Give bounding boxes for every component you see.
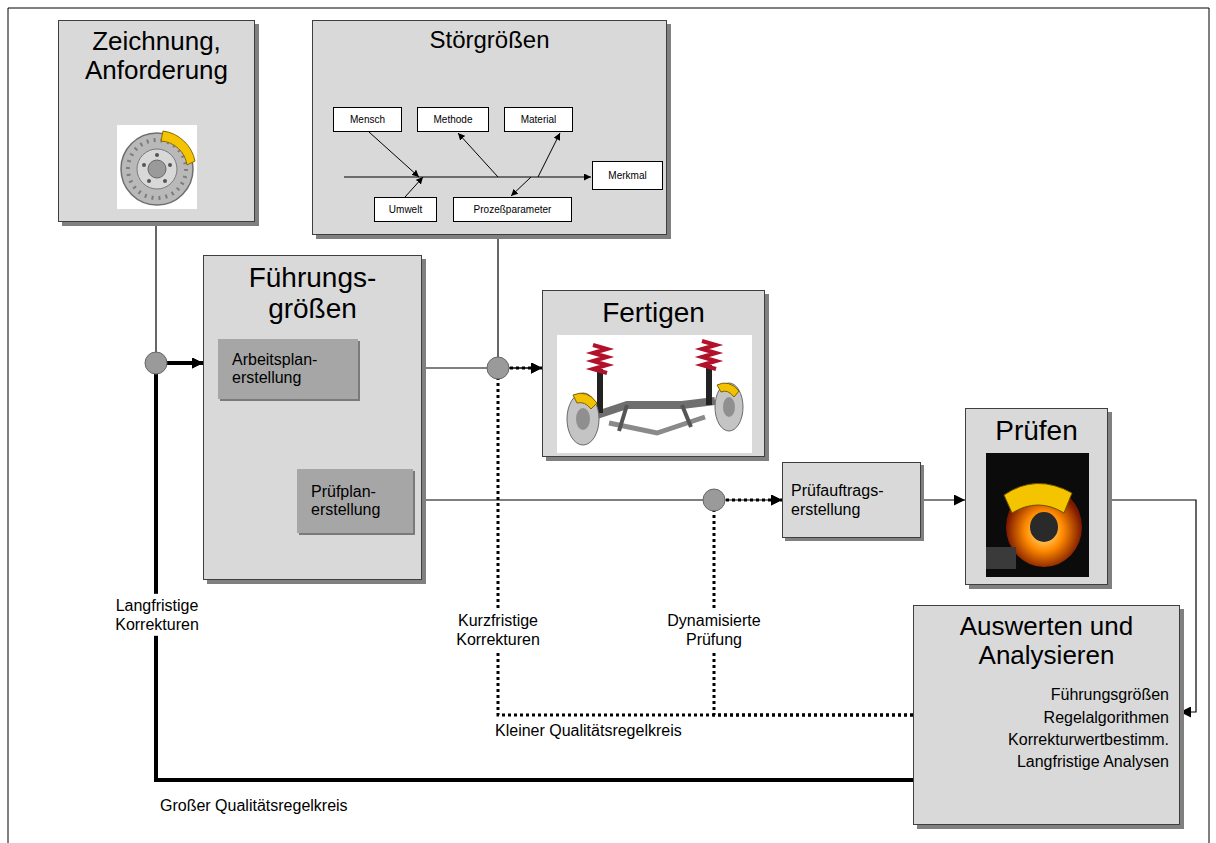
box-label: Mensch xyxy=(344,114,391,125)
box-label: Umwelt xyxy=(383,204,428,215)
plan-box: Prüfplan- erstellung xyxy=(297,469,413,533)
brake-disc-picture xyxy=(117,125,197,209)
edge-label-patch: Dynamisierte Prüfung xyxy=(649,609,779,651)
box-label: Merkmal xyxy=(602,170,652,181)
box-label: Prozeßparameter xyxy=(468,204,558,215)
cause-box: Umwelt xyxy=(374,197,437,222)
loop-name: Großer Qualitätsregelkreis xyxy=(160,796,348,815)
flow-arrow xyxy=(156,222,203,363)
box-label: Prüfen xyxy=(966,415,1107,446)
edge-label-patch: Kurzfristige Korrekturen xyxy=(433,609,563,651)
cause-box: Methode xyxy=(417,107,489,132)
disturbance-box: Störgrößen Mensch Methode MaterialMerkmalU… xyxy=(312,20,667,235)
label-holder: Großer Qualitätsregelkreis xyxy=(160,796,348,815)
body-line: Korrekturwertbestimm. xyxy=(914,729,1179,751)
box-label: Prüfauftrags- erstellung xyxy=(791,481,912,519)
edge-label: Dynamisierte Prüfung xyxy=(667,612,760,648)
box-label: Zeichnung, Anforderung xyxy=(59,27,254,85)
cause-box: Material xyxy=(504,107,573,132)
cause-box: Mensch xyxy=(333,107,402,132)
edge-label-patch: Langfristige Korrekturen xyxy=(92,594,222,636)
brake-test-picture xyxy=(986,453,1089,577)
body-line: Regelalgorithmen xyxy=(914,707,1179,729)
label-holder: Kleiner Qualitätsregelkreis xyxy=(495,721,682,740)
body-line: Führungsgrößen xyxy=(914,684,1179,706)
requirement-box: Zeichnung, Anforderung xyxy=(58,20,255,222)
frame-line xyxy=(8,8,9,843)
edge-label: Kurzfristige Korrekturen xyxy=(456,612,540,648)
frame-line xyxy=(1209,8,1210,843)
box-label: Störgrößen xyxy=(313,27,666,54)
box-label: Material xyxy=(515,114,563,125)
box-label: Methode xyxy=(428,114,479,125)
flow-arrow xyxy=(921,499,965,500)
summing-junction xyxy=(703,489,725,511)
plan-box: Arbeitsplan- erstellung xyxy=(218,339,358,399)
cause-box: Prozeßparameter xyxy=(453,197,572,222)
axle-picture xyxy=(557,335,752,453)
analysis-box: Auswerten und AnalysierenFührungsgrößenR… xyxy=(913,605,1180,825)
edge-label: Langfristige Korrekturen xyxy=(115,597,199,633)
reference-box: Führungs- größenArbeitsplan- erstellungP… xyxy=(203,255,422,580)
body-line: Langfristige Analysen xyxy=(914,751,1179,773)
loop-name: Kleiner Qualitätsregelkreis xyxy=(495,721,682,740)
box-label: Arbeitsplan- erstellung xyxy=(226,351,350,387)
box-label: Führungs- größen xyxy=(227,262,399,325)
box-label: Fertigen xyxy=(543,297,764,328)
summing-junction xyxy=(487,357,509,379)
box-label: Prüfplan- erstellung xyxy=(305,483,405,519)
process-box: Prüfen xyxy=(965,408,1108,585)
frame-line xyxy=(8,8,1209,9)
box-label: Auswerten und Analysieren xyxy=(914,612,1179,670)
summing-junction xyxy=(145,352,167,374)
flow-arrow xyxy=(498,235,542,368)
process-box: Prüfauftrags- erstellung xyxy=(782,462,921,538)
process-box: Fertigen xyxy=(542,290,765,457)
effect-box: Merkmal xyxy=(592,161,663,190)
